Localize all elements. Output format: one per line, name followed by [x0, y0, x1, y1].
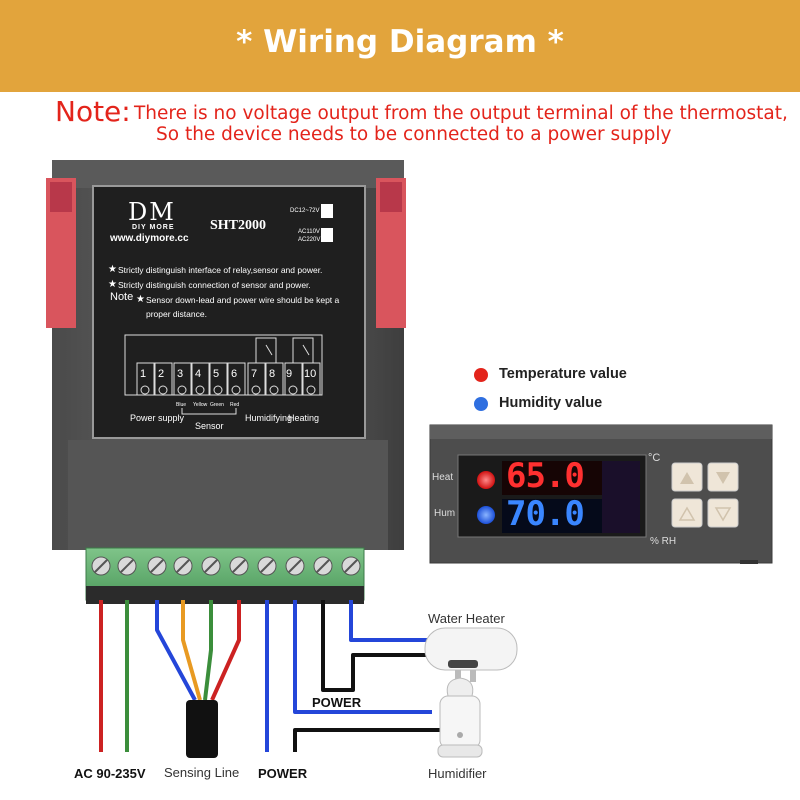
- brand-logo: DM: [128, 198, 176, 226]
- group-heating-label: Heating: [288, 413, 320, 423]
- screw-slot: [232, 559, 246, 573]
- water-heater-label: Water Heater: [428, 611, 505, 626]
- wire-sensor-red: [210, 600, 241, 701]
- title-banner: [0, 0, 800, 92]
- label-panel: [92, 185, 366, 439]
- thermostat-device: [46, 160, 406, 550]
- terminal-number: 10: [304, 368, 317, 380]
- sensing-cable: [186, 700, 218, 758]
- device-lower-housing: [68, 440, 388, 550]
- button-hum-down[interactable]: [707, 498, 739, 528]
- voltage-option-ac110: AC110V: [298, 229, 320, 235]
- group-sensor-label: Sensor: [195, 421, 224, 431]
- wires: [99, 600, 440, 752]
- star-icon: ★: [108, 264, 117, 275]
- note-label: Note:: [55, 95, 131, 128]
- sensor-color-blue: Blue: [176, 402, 187, 408]
- water-heater-image: [424, 627, 518, 682]
- banner-title: * Wiring Diagram *: [236, 24, 564, 60]
- terminal-number: 4: [195, 368, 202, 380]
- humidity-readout: 70.0: [506, 494, 585, 534]
- relay-symbol-humidifying: [255, 337, 277, 363]
- wire-sensor-green: [203, 600, 213, 701]
- screw-slot: [288, 559, 302, 573]
- screw-slot: [316, 559, 330, 573]
- terminal-number: 3: [177, 368, 184, 380]
- button-hum-up[interactable]: [671, 498, 703, 528]
- warning-4: proper distance.: [146, 309, 207, 319]
- wire-humidifier-blue: [293, 600, 432, 714]
- note-line-1: There is no voltage output from the outp…: [134, 103, 788, 124]
- screw-symbols: [140, 385, 316, 395]
- brand-name: DIY MORE: [132, 224, 175, 231]
- legend-temperature-dot: [474, 368, 488, 382]
- terminal-label-boxes: [136, 362, 321, 396]
- terminal-number: 5: [213, 368, 220, 380]
- unit-celsius: °C: [648, 452, 661, 464]
- power-label-middle: POWER: [312, 695, 362, 710]
- terminal-number: 9: [286, 368, 293, 380]
- down-arrow-outline-icon: [714, 507, 732, 522]
- up-arrow-icon: [680, 472, 694, 484]
- voltage-option-dc: DC12~72V: [290, 208, 320, 214]
- warning-3: Sensor down-lead and power wire should b…: [146, 295, 340, 305]
- hum-label: Hum: [434, 508, 456, 519]
- humidifier-label: Humidifier: [428, 766, 487, 781]
- terminal-number: 2: [158, 368, 165, 380]
- terminal-number: 6: [231, 368, 238, 380]
- temperature-readout: 65.0: [506, 456, 585, 496]
- screw-slot: [176, 559, 190, 573]
- website-label: www.diymore.cc: [110, 233, 189, 244]
- terminal-block: [85, 547, 365, 604]
- warning-note-label: Note: [110, 291, 134, 303]
- controller-front-panel: [429, 424, 773, 564]
- legend-humidity-dot: [474, 397, 488, 411]
- screw-slot: [120, 559, 134, 573]
- legend-humidity-label: Humidity value: [499, 395, 603, 411]
- down-arrow-icon: [716, 472, 730, 484]
- screw-slot: [150, 559, 164, 573]
- star-icon: ★: [108, 279, 117, 290]
- warning-2: Strictly distinguish connection of senso…: [118, 280, 311, 290]
- terminal-number: 1: [140, 368, 147, 380]
- group-humidifying-label: Humidifying: [245, 413, 293, 423]
- ac-power-label: AC 90-235V: [74, 766, 146, 781]
- voltage-option-ac220: AC220V: [298, 237, 321, 243]
- up-arrow-outline-icon: [678, 506, 696, 521]
- wire-heater-black: [321, 600, 440, 692]
- screw-slot: [260, 559, 274, 573]
- unit-rh: % RH: [650, 536, 677, 547]
- humidifier-image: [437, 677, 483, 758]
- terminal-screws: [91, 556, 361, 576]
- power-label-bottom: POWER: [258, 766, 308, 781]
- sensor-color-yellow: Yellow: [193, 402, 208, 408]
- star-icon: ★: [136, 294, 145, 305]
- wire-sensor-blue: [155, 600, 197, 701]
- terminal-number: 7: [251, 368, 258, 380]
- sensor-color-red: Red: [230, 402, 240, 408]
- relay-symbol-heating: [292, 337, 314, 363]
- terminal-number: 8: [269, 368, 276, 380]
- legend-temperature-label: Temperature value: [499, 366, 627, 382]
- wire-sensor-yellow: [181, 600, 202, 701]
- note-line-2: So the device needs to be connected to a…: [156, 124, 672, 145]
- group-power-label: Power supply: [130, 413, 185, 423]
- model-label: SHT2000: [210, 218, 267, 233]
- heat-label: Heat: [432, 472, 454, 483]
- screw-slot: [344, 559, 358, 573]
- heat-indicator-led: [477, 471, 495, 489]
- sensing-line-label: Sensing Line: [164, 765, 240, 780]
- screw-slot: [94, 559, 108, 573]
- hum-indicator-led: [477, 506, 495, 524]
- screw-slot: [204, 559, 218, 573]
- warning-1: Strictly distinguish interface of relay,…: [118, 265, 323, 275]
- wire-heater-blue: [349, 600, 432, 642]
- sensor-color-green: Green: [210, 402, 224, 408]
- wire-humidifier-black: [293, 728, 440, 752]
